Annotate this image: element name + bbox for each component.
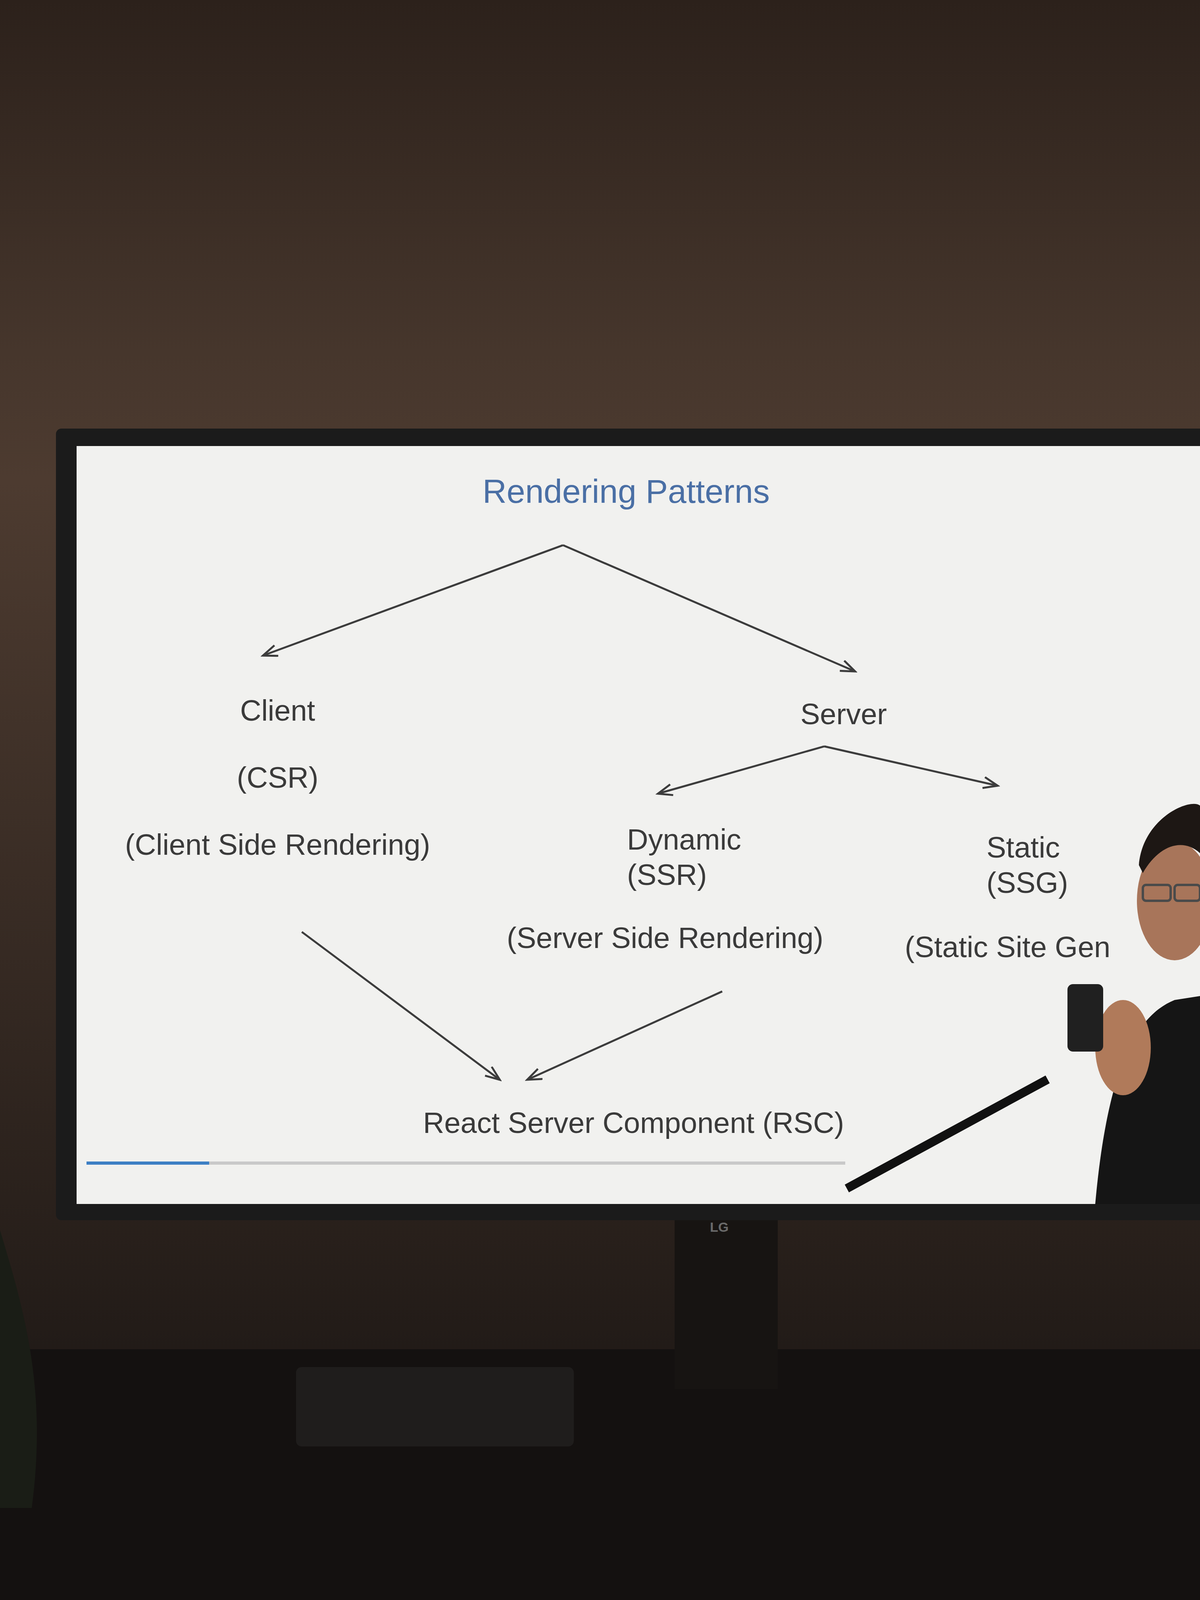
arrow-connector <box>301 931 500 1080</box>
rsc-node: React Server Component (RSC) <box>423 1105 845 1141</box>
title-node: Rendering Patterns <box>482 471 770 512</box>
dynamic-node: Dynamic (SSR) (Server Side Rendering) <box>506 822 824 956</box>
progress-bar <box>86 1161 210 1165</box>
presenter-hair <box>1138 803 1200 874</box>
node-text: (Server Side Rendering) <box>506 920 824 956</box>
node-text: (Static Site Gen <box>904 929 1111 966</box>
mic-arm <box>846 1079 1048 1189</box>
arrow-connector <box>824 746 998 786</box>
microphone <box>1067 984 1104 1052</box>
node-text: Client <box>240 693 316 729</box>
brand-logo: LG <box>709 1219 729 1235</box>
node-text: Dynamic (SSR) <box>626 822 762 893</box>
plant-shadow <box>0 1230 37 1508</box>
static-node: Static (SSG) (Static Site Gen <box>904 830 1111 965</box>
presenter-glasses <box>1142 884 1171 901</box>
server-node: Server <box>800 696 887 733</box>
node-text: (CSR) <box>236 760 319 796</box>
client-node: Client (CSR) (Client Side Rendering) <box>125 693 431 863</box>
presenter-body <box>1095 996 1200 1204</box>
arrow-connector <box>657 746 825 794</box>
node-text: React Server Component (RSC) <box>423 1105 845 1141</box>
desk <box>0 1349 1200 1600</box>
arrow-connector <box>527 991 723 1080</box>
presenter-glasses <box>1174 884 1200 901</box>
diagram-title: Rendering Patterns <box>482 471 770 512</box>
node-text: Static (SSG) <box>986 830 1106 901</box>
monitor-stand <box>674 1214 778 1389</box>
node-text: (Client Side Rendering) <box>125 827 431 863</box>
presenter-hand <box>1095 1000 1151 1096</box>
keyboard <box>296 1367 574 1447</box>
arrow-connector <box>563 545 856 672</box>
progress-track <box>86 1161 846 1165</box>
arrow-connector <box>263 545 564 656</box>
node-text: Server <box>800 696 887 733</box>
monitor-screen <box>76 446 1200 1204</box>
